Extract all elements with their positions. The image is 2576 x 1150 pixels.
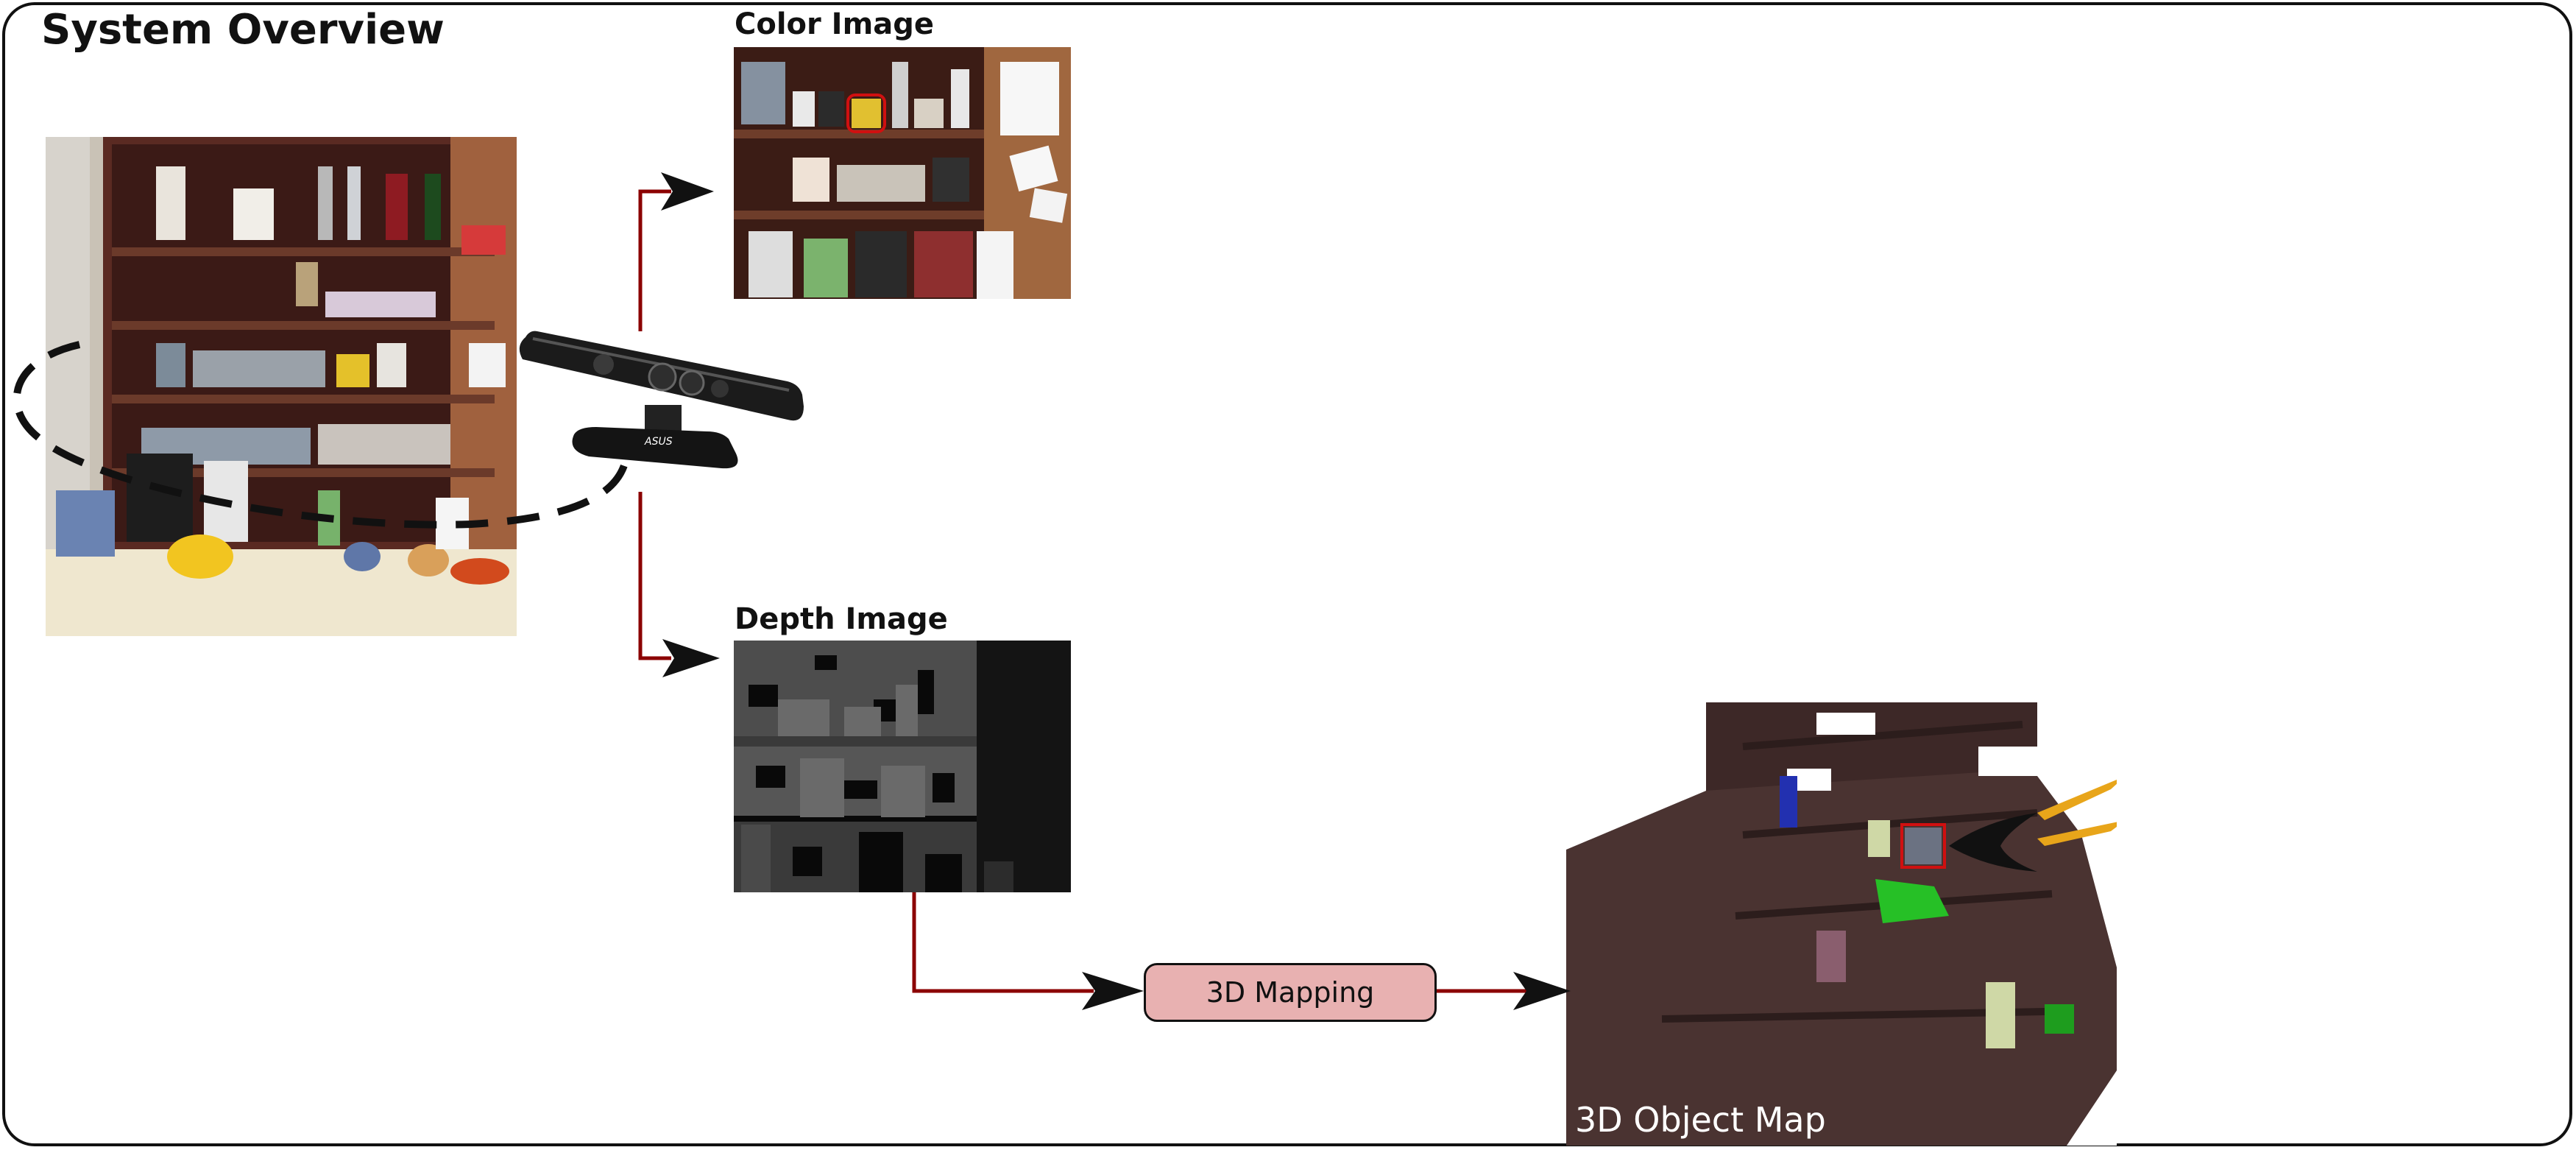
- arrow-to-depth-image: [638, 492, 671, 660]
- object-map-render: [1566, 702, 2117, 1146]
- depth-image-photo: [734, 641, 1071, 892]
- arrow-to-mapping: [912, 892, 1094, 993]
- color-image-photo: [734, 47, 1071, 299]
- color-image-label: Color Image: [735, 7, 934, 41]
- target-highlight-box: [846, 94, 886, 133]
- arrowhead-depth-image: [662, 639, 720, 677]
- arrow-to-color-image: [638, 189, 671, 331]
- mapping-step-label: 3D Mapping: [1206, 976, 1375, 1009]
- depth-sensor-device: ASUS: [515, 324, 810, 479]
- arrowhead-object-map: [1513, 972, 1571, 1010]
- map-highlight-box: [1900, 823, 1946, 869]
- scene-photo: [46, 137, 517, 636]
- arrowhead-mapping: [1082, 972, 1144, 1010]
- page-title: System Overview: [41, 6, 445, 54]
- depth-image-label: Depth Image: [735, 602, 948, 636]
- object-map-caption: 3D Object Map: [1575, 1100, 1826, 1140]
- sensor-brand-text: ASUS: [644, 436, 673, 448]
- arrowhead-color-image: [661, 172, 714, 211]
- mapping-step-box: 3D Mapping: [1144, 963, 1437, 1022]
